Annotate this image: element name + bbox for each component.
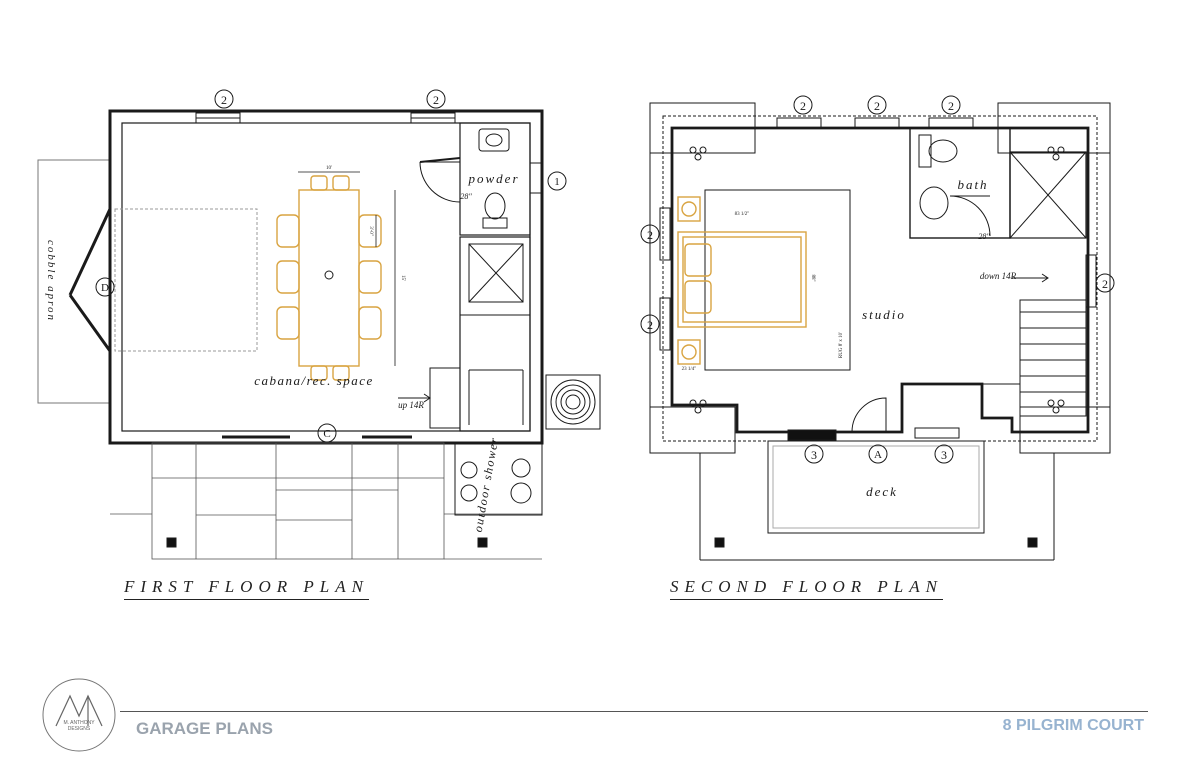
room-label-studio: studio	[862, 307, 906, 322]
door-tag-circle	[95, 277, 115, 297]
powder-toilet	[484, 192, 506, 220]
window-tag: 2	[874, 99, 880, 113]
sheet-title: GARAGE PLANS	[136, 719, 273, 738]
door-a	[851, 397, 887, 433]
stair	[1019, 299, 1087, 417]
rug	[704, 189, 851, 371]
first-floor-plan	[37, 89, 601, 560]
window-tag: 2	[800, 99, 806, 113]
project-address: 8 PILGRIM COURT	[1002, 717, 1144, 734]
room-label-deck: deck	[866, 484, 898, 499]
room-label-cabana: cabana/rec. space	[254, 373, 374, 388]
logo-text: DESIGNS	[67, 726, 91, 732]
window-tag: 2	[647, 228, 653, 242]
deck-outer	[767, 440, 985, 534]
stair-note: up 14R	[398, 400, 424, 410]
bath-sink	[919, 186, 949, 220]
second-floor-outer-wall	[670, 126, 1090, 434]
bed-dimension-side: 88"	[810, 274, 815, 281]
bed-set	[677, 196, 807, 365]
window-tag: 2	[221, 93, 227, 107]
dining-set	[276, 175, 382, 381]
door-tag: 3	[941, 448, 947, 462]
bed-dimension-small: 23 1/4"	[682, 367, 697, 372]
rug-note: RUG 8' x 10'	[839, 332, 844, 358]
vent	[787, 429, 837, 441]
powder-toilet-tank	[482, 217, 508, 229]
door-tag: C	[323, 428, 330, 440]
patio-pavers	[110, 442, 542, 560]
ac-unit	[545, 374, 601, 430]
window-tag-circle	[426, 89, 446, 109]
door-tag: D	[101, 282, 109, 294]
downspouts	[689, 146, 1065, 414]
second-floor-plan-title: SECOND FLOOR PLAN	[670, 577, 943, 600]
door-width-note: 28"	[460, 192, 472, 201]
stair-note: down 14R	[980, 271, 1017, 281]
stair	[459, 236, 531, 432]
room-label-outdoor-shower: outdoor shower	[471, 435, 502, 533]
pillow	[684, 243, 712, 277]
door-tag-circle	[317, 423, 337, 443]
bed	[677, 231, 807, 328]
door-tag: 1	[554, 176, 560, 188]
garage-door-zone	[114, 208, 258, 352]
dining-table	[298, 189, 360, 367]
outdoor-shower	[454, 442, 543, 516]
table-dimension-side: 15'	[400, 275, 405, 281]
bath-toilet	[928, 139, 958, 163]
table-dimension-top: 10'	[326, 166, 332, 171]
door-tag: 3	[811, 448, 817, 462]
window-tag: 2	[948, 99, 954, 113]
room-label-bath: bath	[957, 177, 988, 192]
chair-dimension: 3'-0"	[368, 226, 373, 236]
door-tag: A	[874, 449, 882, 461]
pillow	[684, 280, 712, 314]
nightstand	[677, 339, 701, 365]
window-tag: 2	[1102, 277, 1108, 291]
door-width-note: 28"	[978, 232, 990, 241]
shower	[1009, 151, 1087, 239]
nightstand	[677, 196, 701, 222]
footer-rule	[120, 711, 1148, 712]
door-tag-circle	[547, 171, 567, 191]
bed-dimension-top: 83 1/2"	[735, 212, 750, 217]
window-tag-circle	[214, 89, 234, 109]
firm-logo: M. ANTHONY DESIGNS	[40, 676, 118, 754]
window-tag: 2	[433, 93, 439, 107]
second-floor-plan	[640, 95, 1115, 561]
window-tag: 2	[647, 318, 653, 332]
powder-door	[419, 161, 461, 203]
room-label-cobble-apron: cobble apron	[45, 240, 57, 322]
powder-sink	[478, 128, 510, 152]
first-floor-plan-title: FIRST FLOOR PLAN	[124, 577, 369, 600]
room-label-powder: powder	[468, 171, 520, 186]
logo-text: M. ANTHONY	[63, 720, 95, 726]
